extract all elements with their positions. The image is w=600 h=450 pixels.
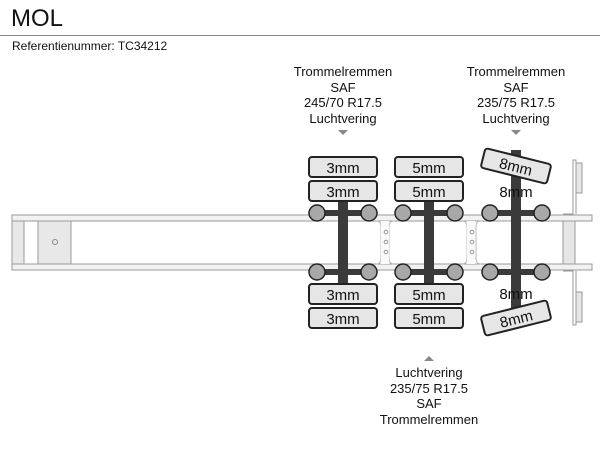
suspension-type: Luchtvering	[482, 110, 550, 126]
tire: 5mm	[394, 180, 464, 202]
brake-type: Trommelremmen	[379, 411, 479, 427]
tire-tread-depth: 5mm	[412, 184, 445, 201]
axle-bar	[317, 210, 369, 216]
wheel-hub	[446, 263, 464, 281]
axle-bar	[490, 210, 542, 216]
reference-number: Referentienummer: TC34212	[12, 39, 168, 53]
tire-size: 245/70 R17.5	[303, 95, 383, 110]
wheel-hub	[481, 263, 499, 281]
axle-bar	[403, 210, 455, 216]
axle-label-top-2: Trommelremmen SAF 235/75 R17.5 Luchtveri…	[446, 64, 586, 126]
tire: 3mm	[308, 156, 378, 178]
tire-size: 235/75 R17.5	[389, 380, 469, 396]
wheel-hub	[481, 204, 499, 222]
tire-tread-depth: 3mm	[326, 184, 359, 201]
wheel-hub	[308, 263, 326, 281]
kingpin-icon	[52, 239, 58, 245]
suspension-type: Luchtvering	[309, 110, 377, 126]
tire: 3mm	[308, 180, 378, 202]
brake-type: Trommelremmen	[293, 64, 393, 79]
tire: 8mm	[499, 184, 532, 201]
wheel-hub	[360, 204, 378, 222]
tire-tread-depth: 3mm	[326, 287, 359, 304]
tire: 5mm	[394, 156, 464, 178]
suspension-type: Luchtvering	[395, 365, 463, 380]
kingpin-plate	[37, 220, 72, 265]
tire-tread-depth: 5mm	[412, 160, 445, 177]
tire-tread-depth: 5mm	[412, 311, 445, 328]
axle-bar	[317, 269, 369, 275]
tire: 5mm	[394, 307, 464, 329]
brake-type: Trommelremmen	[466, 64, 566, 79]
tire-tread-depth: 5mm	[412, 287, 445, 304]
chassis-frame	[11, 159, 593, 326]
axle-bar	[490, 269, 542, 275]
axle-2: 5mm 5mm 5mm 5mm	[394, 156, 464, 329]
axle-beam	[511, 150, 521, 310]
tire: 3mm	[308, 283, 378, 305]
page-title: MOL	[11, 5, 64, 32]
axle-label-top-1: Trommelremmen SAF 245/70 R17.5 Luchtveri…	[273, 64, 413, 126]
wheel-hub	[533, 204, 551, 222]
arrow-down-icon	[511, 130, 521, 135]
wheel-hub	[446, 204, 464, 222]
axle-bar	[403, 269, 455, 275]
tire: 5mm	[394, 283, 464, 305]
tire-size: 235/75 R17.5	[476, 95, 556, 110]
tire-tread-depth: 3mm	[326, 160, 359, 177]
axle-brand: SAF	[330, 79, 356, 95]
tire-tread-depth: 8mm	[499, 184, 532, 201]
tire: 8mm	[499, 286, 532, 303]
tire: 3mm	[308, 307, 378, 329]
axle-brand: SAF	[416, 396, 442, 411]
axle-label-bottom: Luchtvering 235/75 R17.5 SAF Trommelremm…	[359, 365, 499, 427]
axle-brand: SAF	[503, 79, 529, 95]
axle-beam	[338, 180, 348, 300]
arrow-down-icon	[338, 130, 348, 135]
tire-tread-depth: 3mm	[326, 311, 359, 328]
wheel-hub	[533, 263, 551, 281]
wheel-hub	[394, 204, 412, 222]
wheel-hub	[394, 263, 412, 281]
tire-tread-depth: 8mm	[499, 286, 532, 303]
header-divider	[0, 35, 600, 36]
axle-1: 3mm 3mm 3mm 3mm	[308, 156, 378, 329]
arrow-up-icon	[424, 356, 434, 361]
axle-beam	[424, 180, 434, 300]
wheel-hub	[360, 263, 378, 281]
wheel-hub	[308, 204, 326, 222]
